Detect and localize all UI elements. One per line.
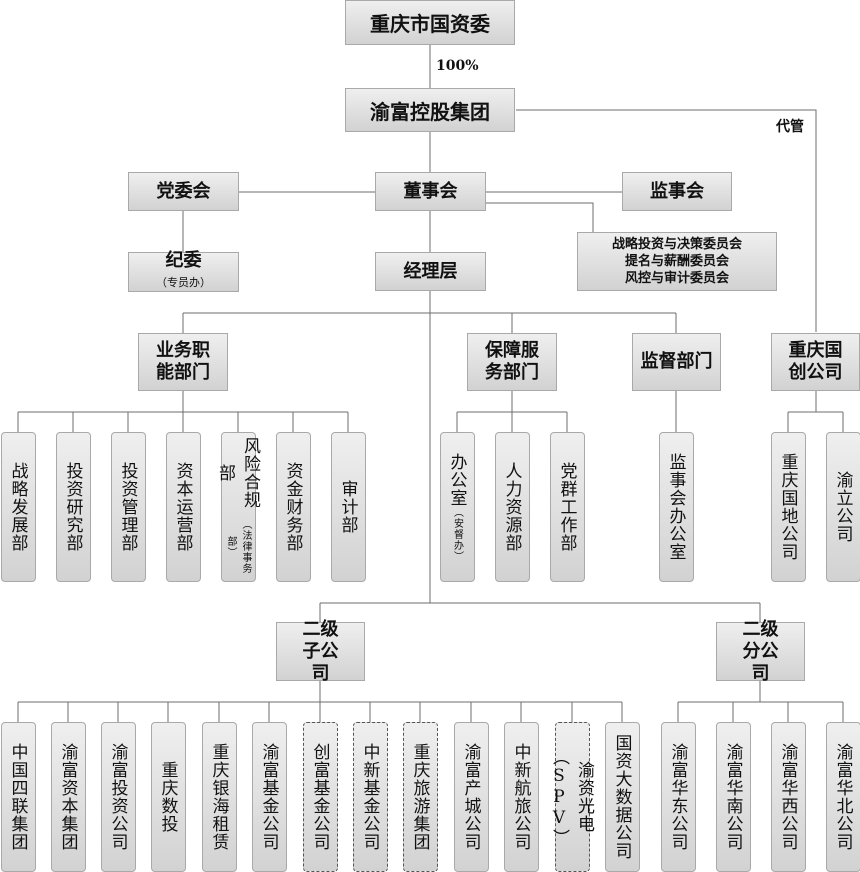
board-label: 董事会 [403,180,458,202]
unit-box: 渝资光电（SPV） [549,722,594,872]
unit-box: 战略发展部 [0,432,36,582]
unit-name: 资本运营部 [172,462,193,552]
committee-strategy: 战略投资与决策委员会 [611,237,742,252]
unit-box: 渝富基金公司 [251,722,287,872]
subsidiaries-node: 二级子公司 [276,619,365,684]
unit-name: 审计部 [337,480,358,534]
unit-box: 重庆国地公司 [770,432,806,582]
unit-name: 中国四联集团 [7,743,28,851]
unit-box: 渝立公司 [825,432,860,582]
committee-nomination: 提名与薪酬委员会 [624,254,729,269]
unit-box: 重庆银海租赁 [201,722,237,872]
unit-box: 渝富华西公司 [770,722,806,872]
unit-name: 创富基金公司 [309,743,330,851]
guochuang-label: 重庆国创公司 [788,340,843,383]
unit-name: 国资大数据公司 [611,734,632,860]
unit-box: 重庆旅游集团 [402,722,438,872]
unit-box: 创富基金公司 [302,722,338,872]
unit-box: 渝富产城公司 [453,722,489,872]
unit-name: 重庆旅游集团 [409,743,430,851]
branches-node: 二级分公司 [716,619,805,684]
unit-box: 渝富华南公司 [715,722,751,872]
unit-name: 风险合规部 [215,436,260,509]
unit-name: 投资管理部 [117,462,138,552]
group-label: 渝富控股集团 [370,99,490,124]
committees-node: 战略投资与决策委员会 提名与薪酬委员会 风控与审计委员会 [577,232,777,291]
unit-name: 战略发展部 [7,462,28,552]
unit-box: 监事会办公室 [658,432,694,582]
ownership-label: 100% [436,58,479,74]
unit-box: 渝富华北公司 [825,722,860,872]
discipline-committee-node: 纪委 （专员办） [128,250,239,292]
unit-name: 重庆国地公司 [777,453,798,561]
unit-box: 渝富资本集团 [50,722,86,872]
unit-name: 渝富产城公司 [460,743,481,851]
board-node: 董事会 [375,172,486,211]
support-dept-label: 保障服务部门 [485,340,539,383]
unit-name: 渝富基金公司 [258,743,279,851]
unit-box: 办公室（安督办） [439,432,475,582]
party-committee-node: 党委会 [128,172,239,211]
unit-name: 渝资光电（SPV） [549,747,594,847]
unit-name: 人力资源部 [501,462,522,552]
supervisory-board-node: 监事会 [622,172,732,211]
root-node: 重庆市国资委 [345,0,515,45]
unit-name: 重庆数投 [157,761,178,833]
unit-box: 中新基金公司 [352,722,388,872]
discipline-sub-label: （专员办） [156,276,211,289]
supervisory-board-label: 监事会 [650,180,704,202]
unit-box: 渝富投资公司 [100,722,136,872]
discipline-committee-label: 纪委 [165,250,202,271]
unit-name: 投资研究部 [62,462,83,552]
unit-box: 渝富华东公司 [660,722,696,872]
supervision-dept-node: 监督部门 [632,333,721,391]
business-dept-node: 业务职能部门 [138,333,228,391]
unit-name: 渝富华西公司 [777,743,798,851]
management-node: 经理层 [375,252,486,291]
unit-name: 渝立公司 [832,471,853,543]
unit-box: 党群工作部 [549,432,585,582]
unit-box: 投资管理部 [110,432,146,582]
unit-box: 投资研究部 [55,432,91,582]
root-label: 重庆市国资委 [370,12,490,36]
business-dept-label: 业务职能部门 [156,340,210,383]
managed-label: 代管 [776,119,804,135]
group-node: 渝富控股集团 [345,88,515,132]
unit-box: 重庆数投 [150,722,186,872]
unit-name: 重庆银海租赁 [208,743,229,851]
supervision-dept-label: 监督部门 [640,351,713,372]
unit-name: 渝富华南公司 [722,743,743,851]
unit-box: 国资大数据公司 [604,722,640,872]
guochuang-node: 重庆国创公司 [771,333,860,391]
unit-box: 风险合规部 （法律事务部） [215,432,260,582]
unit-box: 资金财务部 [275,432,311,582]
management-label: 经理层 [403,260,458,282]
unit-name: 渝富华东公司 [667,743,688,851]
unit-name: 资金财务部 [282,462,303,552]
unit-box: 资本运营部 [165,432,201,582]
party-committee-label: 党委会 [156,180,211,202]
support-dept-node: 保障服务部门 [467,333,557,391]
unit-name: 中新航旅公司 [510,743,531,851]
unit-box: 中新航旅公司 [503,722,539,872]
committee-risk-audit: 风控与审计委员会 [624,271,729,286]
unit-name: 监事会办公室 [665,453,686,561]
unit-name: 办公室 [446,452,467,507]
unit-name: 党群工作部 [556,462,577,552]
unit-name: 渝富资本集团 [57,743,78,851]
unit-note: （安督办） [451,506,463,562]
unit-box: 人力资源部 [494,432,530,582]
unit-name: 渝富投资公司 [107,743,128,851]
subsidiaries-label: 二级子公司 [302,618,339,684]
unit-box: 审计部 [330,432,366,582]
unit-box: 中国四联集团 [0,722,36,872]
branches-label: 二级分公司 [742,618,779,684]
unit-name: 渝富华北公司 [832,743,853,851]
unit-note: （法律事务部） [225,519,251,575]
unit-name: 中新基金公司 [359,743,380,851]
